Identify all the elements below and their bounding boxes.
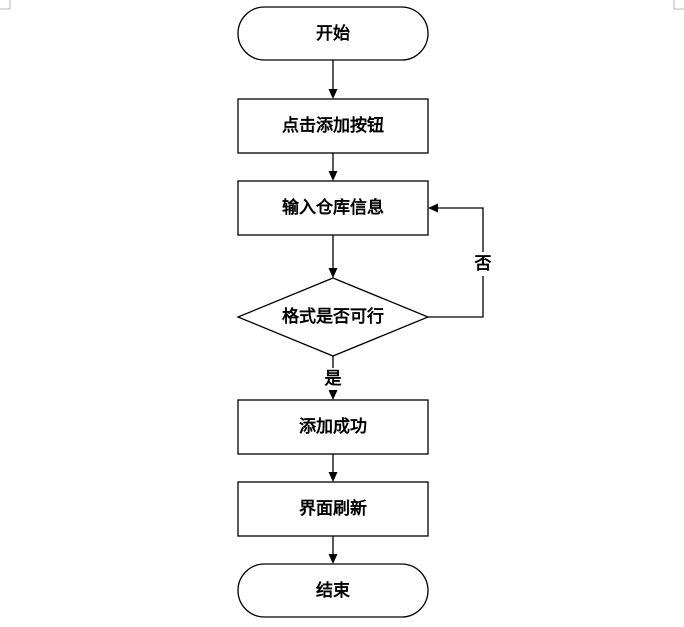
arrowhead-down (328, 89, 338, 99)
arrowhead-down (328, 268, 338, 278)
arrowhead-down (328, 171, 338, 181)
edge-no-loop-back: 否 (428, 203, 494, 318)
click-add-process-shape (237, 98, 429, 154)
refresh-node-label: 界面刷新 (299, 498, 367, 519)
format-check-node-label: 格式是否可行 (282, 306, 384, 327)
input-info-node: 输入仓库信息 (237, 180, 429, 236)
crop-mark-top-left (0, 0, 11, 10)
edge-yes-branch: 是 (322, 356, 344, 400)
no-branch-label: 否 (474, 254, 492, 274)
edge-start-to-click (328, 60, 338, 99)
crop-mark-top-right (673, 0, 684, 10)
yes-label-backdrop (322, 368, 344, 390)
arrowhead-down (328, 390, 338, 400)
start-node: 开始 (237, 6, 429, 61)
refresh-node: 界面刷新 (237, 481, 429, 537)
arrowhead-down (328, 472, 338, 482)
end-terminator-shape (237, 563, 429, 618)
click-add-node-label: 点击添加按钮 (282, 115, 384, 136)
add-success-node: 添加成功 (237, 399, 429, 455)
edge-refresh-to-end (328, 536, 338, 564)
arrowhead-down (328, 554, 338, 564)
edge-success-to-refresh (328, 454, 338, 482)
input-info-node-label: 输入仓库信息 (282, 197, 384, 218)
format-check-node: 格式是否可行 (236, 277, 430, 357)
add-success-node-label: 添加成功 (299, 416, 367, 437)
start-node-label: 开始 (316, 23, 350, 44)
click-add-node: 点击添加按钮 (237, 98, 429, 154)
end-node: 结束 (237, 563, 429, 618)
end-node-label: 结束 (316, 580, 350, 601)
refresh-process-shape (237, 481, 429, 537)
arrowhead-left (428, 203, 438, 213)
edge-input-to-decision (328, 235, 338, 278)
yes-branch-label: 是 (325, 369, 342, 389)
no-label-backdrop (472, 252, 494, 276)
edge-click-to-input (328, 153, 338, 181)
add-success-process-shape (237, 399, 429, 455)
